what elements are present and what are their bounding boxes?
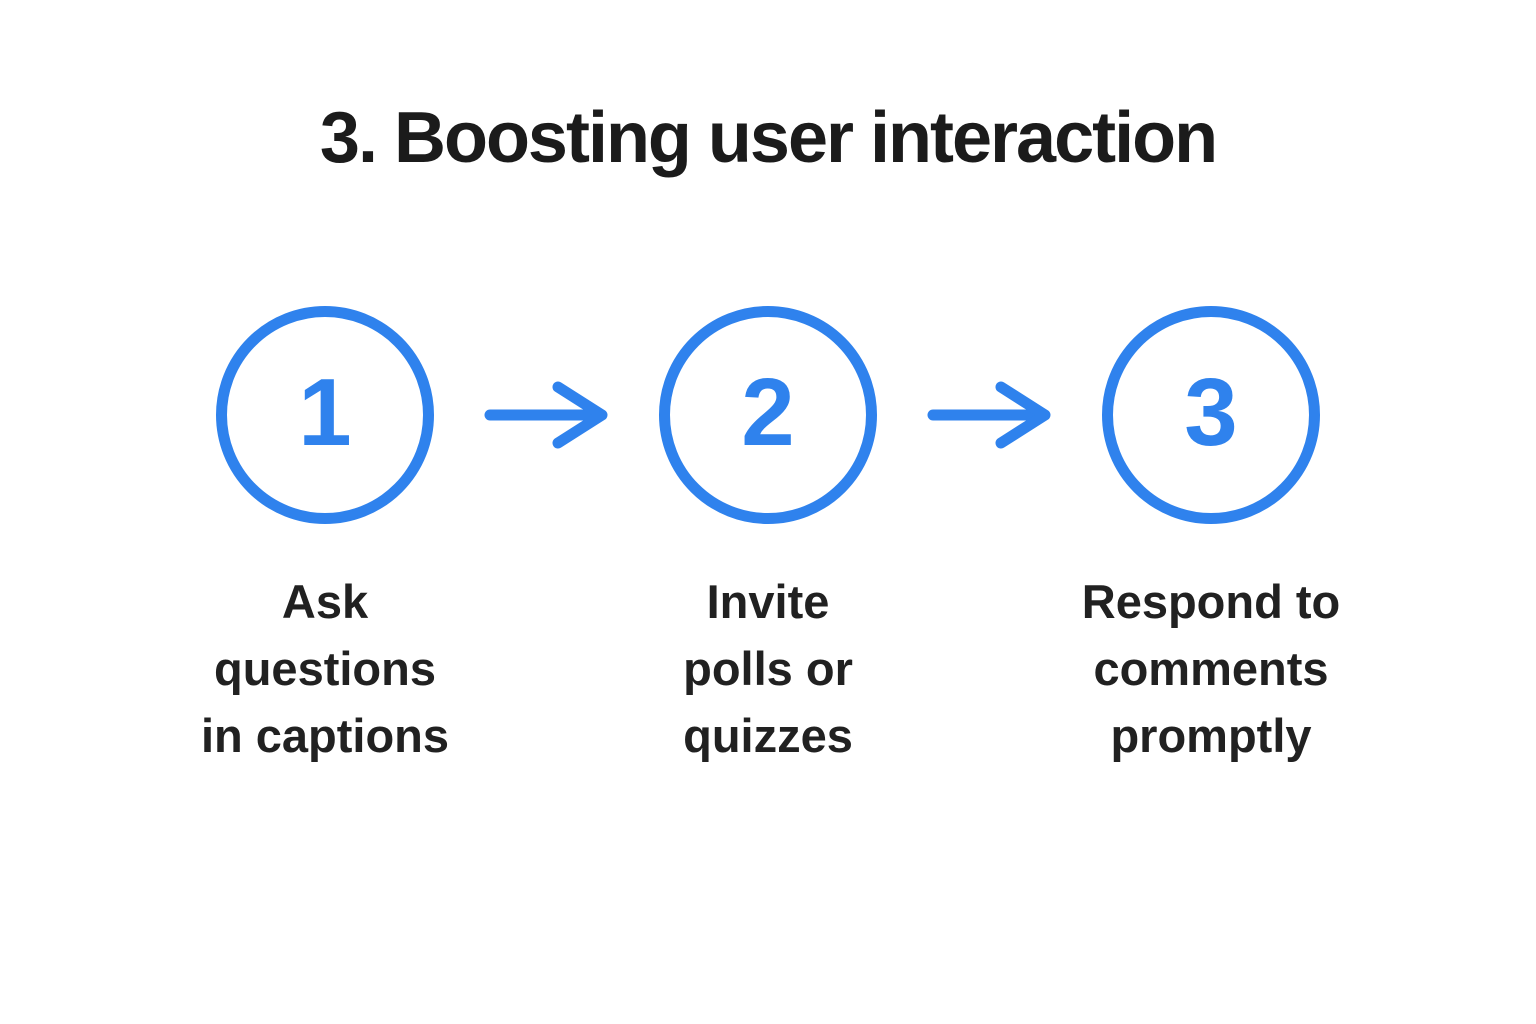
step-1-label: Ask questions in captions <box>200 575 450 762</box>
step-3: 3 Respond to comments promptly <box>1061 306 1361 769</box>
step-2-label: Invite polls or quizzes <box>683 575 853 762</box>
page-title: 3. Boosting user interaction <box>319 98 1218 178</box>
steps-flow: 1 Ask questions in captions 2 Invite pol… <box>0 306 1536 769</box>
arrow-right-icon <box>918 379 1061 451</box>
step-2: 2 Invite polls or quizzes <box>618 306 918 769</box>
step-2-number: 2 <box>741 359 795 466</box>
step-3-circle: 3 <box>1102 306 1320 524</box>
step-1-circle: 1 <box>216 306 434 524</box>
step-3-number: 3 <box>1184 359 1238 466</box>
step-1-number: 1 <box>298 359 352 466</box>
step-1: 1 Ask questions in captions <box>175 306 475 769</box>
step-3-label: Respond to comments promptly <box>1081 575 1341 762</box>
step-2-circle: 2 <box>659 306 877 524</box>
arrow-right-icon <box>475 379 618 451</box>
